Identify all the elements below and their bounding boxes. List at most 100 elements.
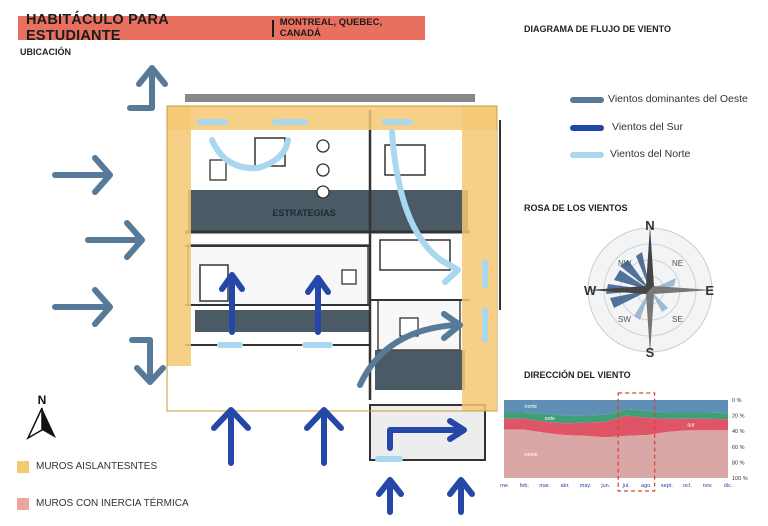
y-tick-label: 100 % <box>732 476 748 482</box>
insulated-wall <box>462 106 496 411</box>
x-tick-label: jun. <box>600 483 610 489</box>
west-wind-arrow <box>129 337 166 385</box>
area-este <box>504 409 728 424</box>
south-wind-arrow <box>304 407 344 466</box>
title-divider <box>271 19 274 37</box>
dark-zone <box>188 190 468 232</box>
compass-se: SE <box>672 315 683 324</box>
stool <box>316 163 330 177</box>
insulated-wall <box>167 106 497 130</box>
west-wind-arrow <box>52 155 113 195</box>
north-arrow: N <box>26 393 56 440</box>
appliance <box>209 159 227 181</box>
west-wind-arrow <box>85 220 145 260</box>
south-wind-arrow <box>387 418 467 451</box>
insulated-wall <box>167 106 191 366</box>
south-wind-arrow <box>219 272 245 335</box>
area-norte <box>504 400 728 416</box>
north-arrow-icon <box>26 407 43 440</box>
title-bar: HABITÁCULO PARA ESTUDIANTE MONTREAL, QUE… <box>18 12 425 44</box>
dark-zone <box>195 310 370 332</box>
compass-w: W <box>584 283 597 298</box>
x-tick-label: may. <box>580 483 592 489</box>
north-wind-vent <box>217 342 403 462</box>
north-arrow-icon <box>42 408 56 438</box>
x-tick-label: abr. <box>561 483 571 489</box>
sofa <box>379 239 451 271</box>
legend-swatch-north <box>570 152 604 158</box>
legend-swatch-west <box>570 97 604 103</box>
area-sur <box>504 415 728 438</box>
compass-nw: NW <box>618 259 632 268</box>
north-wind-arrow <box>209 137 291 172</box>
x-tick-label: oct. <box>683 483 692 489</box>
south-wind-arrow <box>211 407 251 466</box>
estrategias-label: ESTRATEGIAS <box>272 208 335 218</box>
rose-petal <box>650 290 668 312</box>
compass-ne: NE <box>672 259 683 268</box>
series-label-este: este <box>545 416 555 422</box>
key-label-insulating: MUROS AISLANTESNTES <box>36 461 158 472</box>
y-tick-label: 20 % <box>732 414 745 420</box>
direction-title: DIRECCIÓN DEL VIENTO <box>524 370 631 380</box>
series-label-sur: sur <box>687 423 695 429</box>
west-wind-arrow <box>127 65 168 111</box>
x-tick-label: ene. <box>500 483 510 489</box>
x-tick-label: feb. <box>520 483 530 489</box>
compass-needle <box>650 286 712 294</box>
south-wind-arrow <box>447 477 475 515</box>
rose-petal <box>620 260 650 290</box>
stool <box>316 139 330 153</box>
north-arrow-label: N <box>38 393 47 407</box>
south-wind-arrow <box>376 477 404 515</box>
x-tick-label: dic. <box>724 483 733 489</box>
sink <box>341 269 357 285</box>
y-tick-label: 80 % <box>732 460 745 466</box>
legend-label-north: Vientos del Norte <box>610 148 691 160</box>
y-tick-label: 0 % <box>732 398 742 404</box>
diagram-title: DIAGRAMA DE FLUJO DE VIENTO <box>524 24 672 34</box>
dark-zone <box>375 350 465 390</box>
compass-sw: SW <box>618 315 631 324</box>
x-tick-label: mar. <box>539 483 550 489</box>
north-wind-arrow <box>389 129 461 285</box>
compass-needle <box>646 290 654 354</box>
highlight-box <box>617 392 656 492</box>
x-tick-label: ago. <box>641 483 652 489</box>
area-oeste <box>504 429 728 478</box>
west-wind-arrow <box>357 311 463 388</box>
location-label: MONTREAL, QUEBEC, CANADÁ <box>279 17 383 39</box>
y-tick-label: 40 % <box>732 429 745 435</box>
x-tick-label: jul. <box>622 483 631 489</box>
legend-label-west: Vientos dominantes del Oeste <box>608 93 748 105</box>
x-tick-label: sept. <box>661 483 673 489</box>
chart-areas <box>504 400 728 478</box>
ubicacion-label: UBICACIÓN <box>20 47 71 57</box>
legend-swatch-south <box>570 125 604 131</box>
compass-e: E <box>705 283 714 298</box>
x-ticks: ene. feb. mar. abr. may. jun. jul. ago. sept. oct… <box>500 483 733 489</box>
y-tick-label: 60 % <box>732 445 745 451</box>
roof-edge <box>185 94 475 102</box>
compass-needle <box>588 286 650 294</box>
compass-needle <box>646 226 654 290</box>
y-ticks: 0 % 20 % 40 % 60 % 80 % 100 % <box>732 398 748 482</box>
key-label-thermal: MUROS CON INERCIA TÉRMICA <box>36 498 189 509</box>
compass-n: N <box>645 218 654 233</box>
wind-rose: N S E W NE SW SE NW <box>584 218 714 358</box>
rose-petal <box>610 290 650 308</box>
series-label-oeste: oeste <box>524 452 537 458</box>
rose-title: ROSA DE LOS VIENTOS <box>524 203 628 213</box>
compass-s: S <box>646 345 655 358</box>
west-wind-arrow <box>52 287 113 327</box>
legend-label-south: Vientos del Sur <box>612 121 684 133</box>
insulated-wall-outline <box>166 105 498 412</box>
rose-petal <box>614 270 650 290</box>
rose-petal <box>634 290 650 320</box>
page-title: HABITÁCULO PARA ESTUDIANTE <box>26 12 169 44</box>
key-swatch-insulating <box>17 461 29 473</box>
x-tick-label: nov. <box>703 483 713 489</box>
floor-plan: ESTRATEGIAS <box>52 65 501 515</box>
